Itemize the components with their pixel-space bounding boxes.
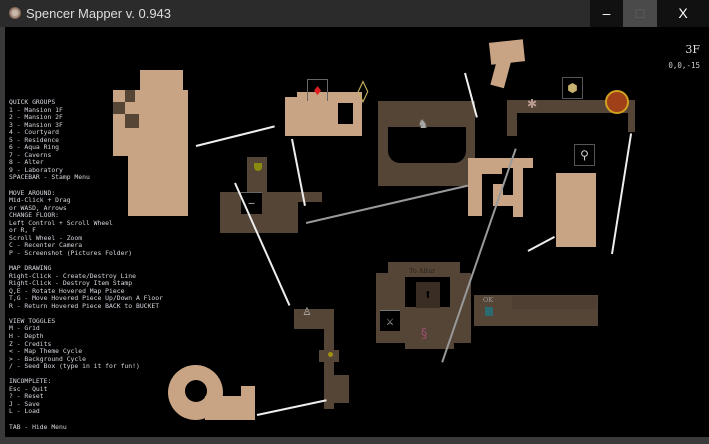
spider-icon[interactable]: ✱ — [527, 92, 537, 112]
connection-line[interactable] — [527, 236, 555, 252]
shield-icon[interactable] — [254, 163, 262, 171]
menu-line: 7 - Caverns — [9, 150, 52, 159]
sword-emblem-icon[interactable]: ◊ — [356, 79, 370, 104]
map-piece[interactable] — [247, 157, 267, 197]
map-piece[interactable] — [556, 173, 596, 247]
key-icon[interactable] — [328, 352, 333, 357]
menu-line: H - Depth — [9, 331, 44, 340]
map-piece[interactable] — [507, 100, 635, 113]
map-piece[interactable] — [405, 337, 454, 349]
mask-icon[interactable] — [485, 307, 493, 316]
map-piece[interactable] — [324, 375, 349, 403]
portrait-medallion-icon[interactable] — [605, 90, 629, 114]
menu-line: 9 - Laboratory — [9, 165, 63, 174]
menu-line: MAP DRAWING — [9, 264, 52, 273]
minimize-button[interactable]: – — [590, 0, 623, 27]
map-piece[interactable] — [241, 386, 255, 406]
menu-line: Esc - Quit — [9, 384, 48, 393]
map-piece[interactable] — [468, 158, 502, 174]
menu-line: > - Background Cycle — [9, 354, 86, 363]
menu-line: 1 - Mansion 1F — [9, 105, 63, 114]
connection-line[interactable] — [611, 133, 633, 255]
map-canvas[interactable]: ♦ ◊ — ♞ ✱ ⬢ ⚲ To Altar ⬆ ⚔ § OK ♙ — [5, 27, 709, 437]
menu-line: INCOMPLETE: — [9, 377, 52, 386]
menu-line: Q,E - Rotate Hovered Map Piece — [9, 286, 125, 295]
menu-line: Mid-Click + Drag — [9, 196, 71, 205]
menu-line: 4 - Courtyard — [9, 128, 60, 137]
map-piece[interactable] — [628, 100, 635, 132]
menu-line: P - Screenshot (Pictures Folder) — [9, 248, 133, 257]
menu-line: VIEW TOGGLES — [9, 316, 56, 325]
mace-icon[interactable]: ⚲ — [574, 144, 595, 166]
map-piece[interactable] — [493, 184, 503, 200]
snake-icon[interactable]: § — [420, 326, 428, 342]
maximize-button[interactable]: □ — [623, 0, 657, 27]
menu-line: 6 - Aqua Ring — [9, 143, 60, 152]
map-label-ok: OK — [483, 296, 494, 304]
menu-line: / - Seed Box (type in it for fun!) — [9, 362, 140, 371]
map-piece-shade — [113, 102, 125, 114]
menu-line: < - Map Theme Cycle — [9, 347, 83, 356]
close-button[interactable]: X — [657, 0, 709, 27]
zombie-icon[interactable]: ♞ — [418, 116, 428, 132]
ruby-icon[interactable]: ♦ — [307, 79, 328, 101]
menu-line: Z - Credits — [9, 339, 52, 348]
menu-line: T,G - Move Hovered Piece Up/Down A Floor — [9, 294, 163, 303]
menu-line: Left Control + Scroll Wheel — [9, 218, 113, 227]
menu-line: Right-Click - Create/Destroy Line — [9, 271, 136, 280]
menu-line: MOVE AROUND: — [9, 188, 56, 197]
map-notch — [338, 103, 353, 124]
menu-line: 8 - Alter — [9, 158, 44, 167]
floor-indicator: 3F — [685, 43, 700, 56]
crest-icon[interactable]: ⬢ — [562, 77, 583, 99]
menu-line: L - Load — [9, 407, 40, 416]
menu-line: 2 - Mansion 2F — [9, 113, 63, 122]
menu-line: M - Grid — [9, 324, 40, 333]
menu-line: J - Save — [9, 399, 40, 408]
menu-line: 3 - Mansion 3F — [9, 120, 63, 129]
map-piece[interactable] — [507, 100, 517, 136]
menu-line: or WASD, Arrows — [9, 203, 67, 212]
menu-line: ? - Reset — [9, 392, 44, 401]
map-piece-shade — [125, 114, 139, 128]
map-hole — [185, 380, 207, 402]
app-icon — [9, 7, 21, 19]
map-piece[interactable] — [513, 167, 523, 217]
menu-line: R - Return Hovered Piece BACK to BUCKET — [9, 301, 160, 310]
menu-line: C - Recenter Camera — [9, 241, 83, 250]
menu-line: Right-Click - Destroy Item Stamp — [9, 279, 133, 288]
map-hole — [388, 127, 466, 163]
map-piece[interactable] — [493, 195, 523, 206]
up-arrow-icon[interactable]: ⬆ — [416, 282, 440, 308]
map-label-altar: To Altar — [409, 267, 436, 275]
menu-line: CHANGE FLOOR: — [9, 211, 60, 220]
title-bar: Spencer Mapper v. 0.943 – □ X — [0, 0, 709, 27]
camera-coords: 0,0,-15 — [668, 61, 700, 70]
map-piece[interactable] — [140, 70, 183, 92]
window-title: Spencer Mapper v. 0.943 — [26, 6, 172, 21]
connection-line[interactable] — [256, 399, 327, 416]
map-piece[interactable] — [496, 158, 533, 168]
menu-line: QUICK GROUPS — [9, 98, 56, 106]
map-piece-shade — [125, 90, 135, 102]
connection-line[interactable] — [195, 125, 275, 147]
menu-line: Scroll Wheel - Zoom — [9, 233, 83, 242]
map-inner — [511, 295, 598, 310]
map-piece[interactable] — [128, 156, 188, 216]
connection-line[interactable] — [305, 184, 468, 224]
menu-line: TAB - Hide Menu — [9, 422, 67, 431]
knife-tool-icon[interactable]: ⚔ — [380, 310, 400, 331]
menu-line: 5 - Residence — [9, 135, 60, 144]
map-notch — [285, 92, 297, 97]
menu-line: or R, F — [9, 226, 36, 235]
soldier-icon[interactable]: ♙ — [302, 303, 312, 319]
menu-line: SPACEBAR - Stamp Menu — [9, 173, 90, 182]
